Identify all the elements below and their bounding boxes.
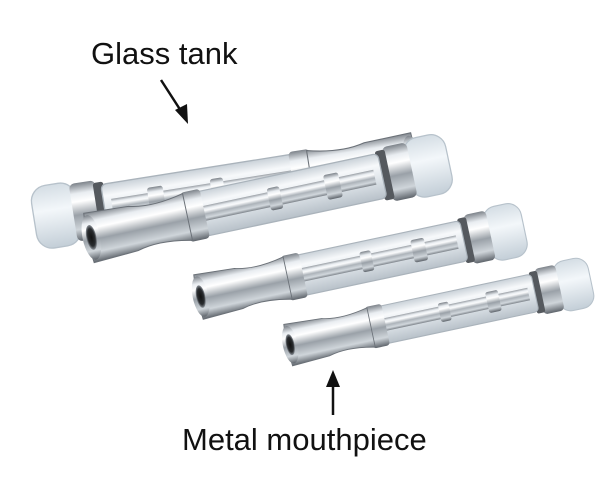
metal-mouthpiece-arrow bbox=[326, 370, 340, 415]
glass-tank-arrow bbox=[159, 79, 188, 124]
glass-tank-label: Glass tank bbox=[91, 36, 238, 71]
metal-mouthpiece-label: Metal mouthpiece bbox=[182, 422, 427, 457]
